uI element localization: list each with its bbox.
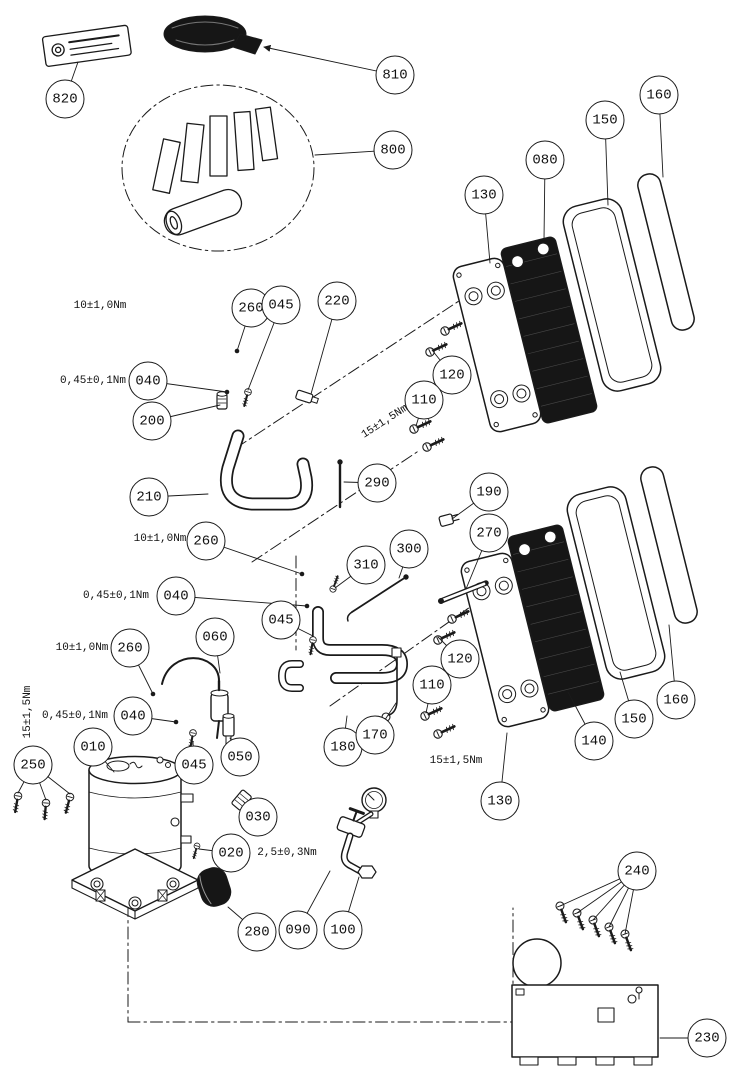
callout-balloon-310: 310 <box>346 545 386 585</box>
filter-060 <box>161 657 229 739</box>
callout-balloon-100: 100 <box>323 910 363 950</box>
callout-balloon-210: 210 <box>129 477 169 517</box>
insulation-shell-150-bottom <box>566 486 666 680</box>
stud-270 <box>438 580 489 604</box>
callout-balloon-050: 050 <box>220 737 260 777</box>
callout-balloon-110: 110 <box>404 380 444 420</box>
callout-balloon-280: 280 <box>237 912 277 952</box>
insulation-strip-160-top <box>637 173 695 331</box>
valve-cap-200 <box>216 391 228 410</box>
callout-balloon-140: 140 <box>574 721 614 761</box>
pipe-210 <box>220 429 314 511</box>
torque-label: 15±1,5Nm <box>429 755 483 767</box>
mounting-plate <box>71 848 199 920</box>
callout-balloon-130: 130 <box>480 781 520 821</box>
torque-label: 10±1,0Nm <box>73 300 127 312</box>
callout-balloon-150: 150 <box>585 100 625 140</box>
torque-label: 2,5±0,3Nm <box>257 847 317 859</box>
callout-balloon-090: 090 <box>278 910 318 950</box>
setscrew-dots <box>150 348 310 725</box>
callout-balloon-810: 810 <box>375 55 415 95</box>
callout-balloon-040: 040 <box>113 696 153 736</box>
plate-stack-140 <box>507 524 605 712</box>
callout-balloon-045: 045 <box>261 285 301 325</box>
callout-balloon-010: 010 <box>73 727 113 767</box>
callout-balloon-190: 190 <box>469 472 509 512</box>
callout-balloon-270: 270 <box>469 513 509 553</box>
torque-label: 10±1,0Nm <box>133 533 187 545</box>
insulation-strip-160-bottom <box>640 466 698 624</box>
callout-balloon-040: 040 <box>128 361 168 401</box>
insulation-kit <box>121 84 315 252</box>
plug-190 <box>438 513 460 527</box>
end-plate-130-bottom <box>460 552 550 728</box>
callout-balloon-045: 045 <box>174 745 214 785</box>
callout-balloon-020: 020 <box>211 833 251 873</box>
end-plate-130-top <box>452 257 542 433</box>
compressor <box>71 755 202 920</box>
callout-balloon-290: 290 <box>357 463 397 503</box>
insulation-shell-150-top <box>562 198 662 392</box>
tape-roll <box>163 15 263 55</box>
torque-label: 0,45±0,1Nm <box>41 710 109 722</box>
gauge-valve-assembly <box>336 787 387 879</box>
callout-balloon-120: 120 <box>432 355 472 395</box>
callout-balloon-060: 060 <box>195 617 235 657</box>
capillary-300 <box>346 574 409 622</box>
callout-balloon-130: 130 <box>464 175 504 215</box>
rubber-cap <box>196 867 232 907</box>
callout-balloon-170: 170 <box>355 715 395 755</box>
callout-balloon-045: 045 <box>261 600 301 640</box>
torque-label: 10±1,0Nm <box>55 642 109 654</box>
callout-balloon-800: 800 <box>373 130 413 170</box>
small-parts <box>161 386 409 811</box>
callout-balloon-110: 110 <box>412 665 452 705</box>
callout-balloon-040: 040 <box>156 576 196 616</box>
callout-balloon-240: 240 <box>617 851 657 891</box>
callout-balloon-300: 300 <box>389 529 429 569</box>
callout-balloon-820: 820 <box>45 79 85 119</box>
callout-balloon-200: 200 <box>132 401 172 441</box>
screw-set-250 <box>10 790 76 821</box>
screw-set-240 <box>553 899 636 953</box>
callout-balloon-220: 220 <box>317 281 357 321</box>
callout-balloon-080: 080 <box>525 140 565 180</box>
callout-balloon-160: 160 <box>639 75 679 115</box>
callout-balloon-030: 030 <box>238 797 278 837</box>
callout-balloon-120: 120 <box>440 639 480 679</box>
callout-balloon-260: 260 <box>186 521 226 561</box>
heat-exchanger-bottom <box>418 466 698 741</box>
name-plate <box>41 24 132 67</box>
sensor-220 <box>295 389 319 404</box>
torque-label: 15±1,5Nm <box>22 685 34 739</box>
callout-balloon-260: 260 <box>110 628 150 668</box>
torque-label: 0,45±0,1Nm <box>59 375 127 387</box>
callout-balloon-150: 150 <box>614 699 654 739</box>
torque-label: 0,45±0,1Nm <box>82 590 150 602</box>
callout-balloon-230: 230 <box>687 1018 727 1058</box>
callout-balloon-250: 250 <box>13 745 53 785</box>
callout-balloon-160: 160 <box>656 680 696 720</box>
heat-exchanger-top <box>407 173 695 454</box>
pin-290 <box>337 459 343 509</box>
control-box <box>511 938 659 1066</box>
